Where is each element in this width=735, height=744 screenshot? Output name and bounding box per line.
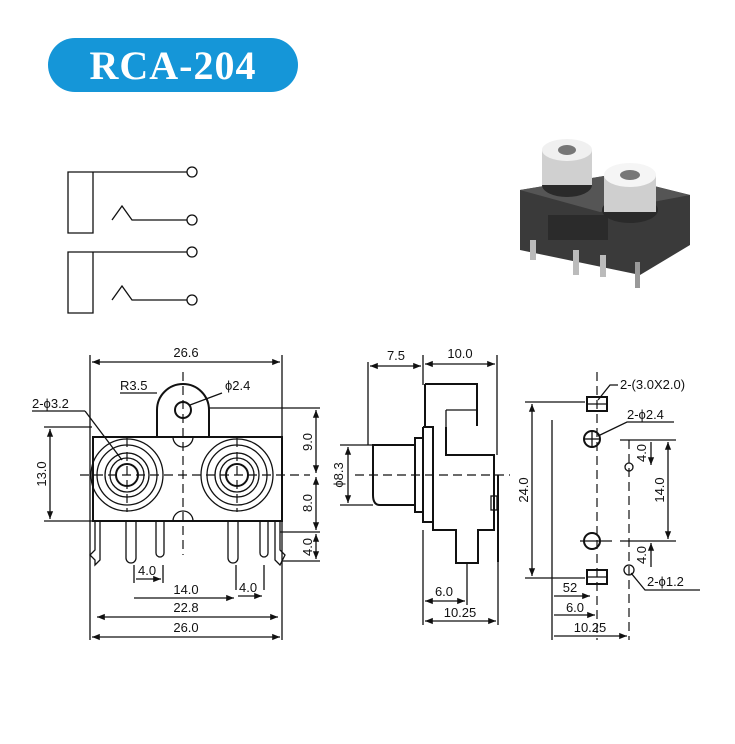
- dim-body-depth: 10.0: [447, 346, 472, 361]
- dim-tab-hole: ϕ2.4: [225, 378, 250, 393]
- schematic-contact-lower: [67, 246, 198, 314]
- hole-small-lower: [623, 564, 635, 576]
- dim-body-width: 26.0: [173, 620, 198, 635]
- dim-large-holes: 2-ϕ2.4: [627, 407, 664, 422]
- pins: [89, 521, 286, 567]
- schematic-symbol: [67, 166, 198, 314]
- dim-pin-pitch-center: 14.0: [173, 582, 198, 597]
- hole-small-upper: [624, 462, 634, 472]
- dim-pin-offset: 6.0: [435, 584, 453, 599]
- dim-barrel-diameter: ϕ8.3: [331, 462, 346, 487]
- dim-upper-offset: 9.0: [300, 433, 315, 451]
- product-photo: [520, 139, 690, 288]
- dim-pin-offset-fp: 6.0: [566, 600, 584, 615]
- product-title: RCA-204: [90, 43, 257, 88]
- dim-pin-pitch-left: 4.0: [138, 563, 156, 578]
- dim-total-height: 24.0: [516, 477, 531, 502]
- dim-slot-offset: 52: [563, 580, 577, 595]
- dim-lower-offset-fp: 4.0: [634, 546, 649, 564]
- dim-width-top: 26.6: [173, 345, 198, 360]
- title-badge: RCA-204: [48, 38, 298, 92]
- title-background: [48, 38, 298, 92]
- dim-height: 13.0: [34, 461, 49, 486]
- footprint-view: 24.0 2-(3.0X2.0) 2-ϕ2.4 4.0 14.0 4.0 2-ϕ…: [516, 372, 700, 640]
- dim-pin-span: 22.8: [173, 600, 198, 615]
- dim-total-depth-fp: 10.25: [574, 620, 607, 635]
- dim-total-depth: 10.25: [444, 605, 477, 620]
- dim-hole-spacing: 14.0: [652, 477, 667, 502]
- dim-radius: R3.5: [120, 378, 147, 393]
- dim-small-holes: 2-ϕ1.2: [647, 574, 684, 589]
- front-view: 26.6 R3.5 ϕ2.4 2-ϕ3.2 13.0 9.0 8.0 4.0 4…: [32, 345, 320, 641]
- dim-lower-offset: 8.0: [300, 494, 315, 512]
- side-view: 7.5 10.0 ϕ8.3 6.0 10.25: [331, 346, 510, 625]
- schematic-contact-upper: [67, 166, 198, 234]
- dim-pin-pitch-right: 4.0: [239, 580, 257, 595]
- dim-slots: 2-(3.0X2.0): [620, 377, 685, 392]
- dim-pin-length: 4.0: [300, 538, 315, 556]
- dim-upper-offset-fp: 4.0: [634, 444, 649, 462]
- dim-mount-holes: 2-ϕ3.2: [32, 396, 69, 411]
- dim-barrel-length: 7.5: [387, 348, 405, 363]
